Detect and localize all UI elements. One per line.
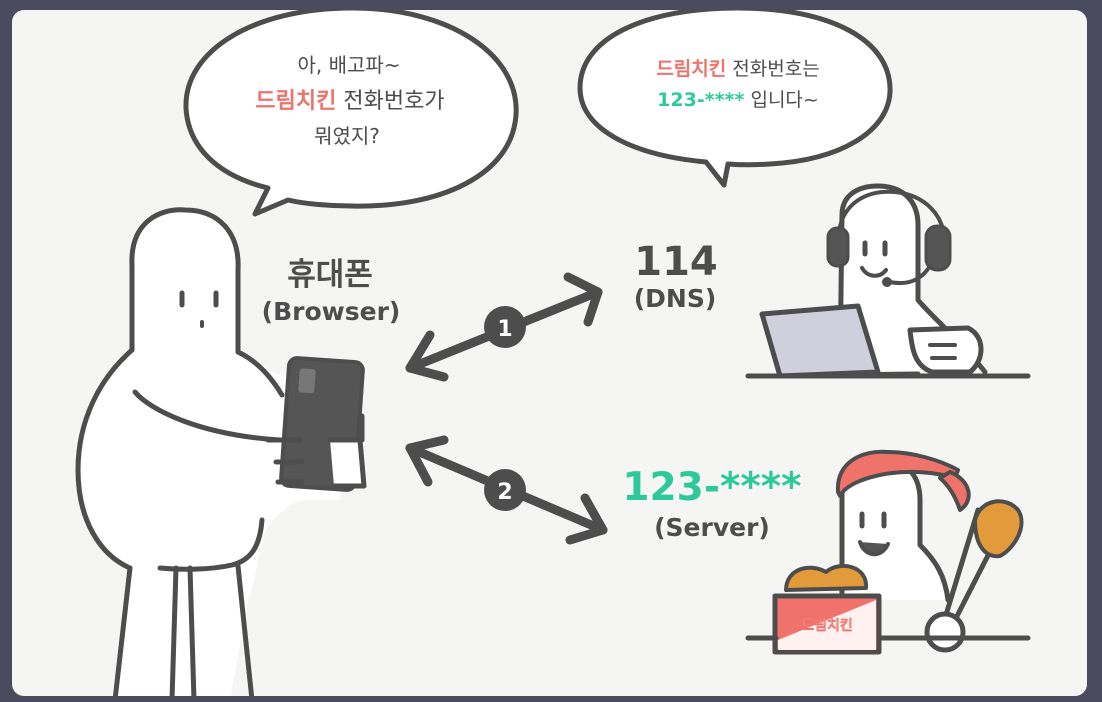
tongs-icon — [924, 499, 1024, 653]
dns-label-subtitle: (DNS) — [634, 284, 717, 313]
person-hands — [265, 413, 367, 489]
bubble-right-line1-rest: 전화번호는 — [726, 58, 819, 80]
bubble-left-shop-name: 드림치킨 — [255, 89, 336, 114]
step-1-badge — [484, 306, 526, 348]
headset-icon — [826, 189, 952, 287]
chicken-box: 드림치킨 — [772, 563, 882, 655]
bubble-right-line2: 123-**** 입니다~ — [657, 89, 819, 111]
bubble-right-shop-name: 드림치킨 — [656, 58, 726, 80]
chicken-box-label: 드림치킨 — [801, 617, 853, 634]
bubble-right-line1: 드림치킨 전화번호는 — [656, 58, 819, 80]
chicken-chef-character: 드림치킨 — [745, 449, 1031, 655]
speech-bubble-right: 드림치킨 전화번호는 123-**** 입니다~ — [577, 10, 893, 188]
bubble-left-line1: 아, 배고파~ — [297, 53, 400, 77]
bubble-left-line2-rest: 전화번호가 — [336, 89, 444, 114]
bubble-right-line2-rest: 입니다~ — [744, 89, 818, 111]
phone-label-title: 휴대폰 — [287, 257, 373, 293]
arrow-dns-request: 1 — [405, 272, 603, 382]
phone-label-subtitle: (Browser) — [262, 297, 401, 326]
step-2-number: 2 — [497, 480, 512, 505]
dns-diagram: 아, 배고파~ 드림치킨 전화번호가 뭐였지? 드림치킨 전화번호는 123-*… — [75, 10, 1031, 696]
bubble-left-line3: 뭐였지? — [314, 124, 380, 148]
step-2-badge — [484, 469, 526, 511]
arrow-server-request: 2 — [405, 435, 608, 545]
speech-bubble-left: 아, 배고파~ 드림치킨 전화번호가 뭐였지? — [183, 10, 519, 217]
step-1-number: 1 — [497, 317, 512, 342]
dns-operator-character — [745, 183, 1031, 379]
bandana-icon — [835, 449, 971, 512]
server-label-subtitle: (Server) — [654, 513, 770, 542]
person-character — [75, 207, 367, 696]
bubble-right-phone-number: 123-**** — [657, 89, 744, 111]
illustration-card: 아, 배고파~ 드림치킨 전화번호가 뭐였지? 드림치킨 전화번호는 123-*… — [12, 10, 1087, 696]
person-face — [179, 290, 219, 328]
dns-label-title: 114 — [634, 239, 718, 285]
server-label-title: 123-**** — [622, 465, 801, 510]
bubble-left-line2: 드림치킨 전화번호가 — [255, 89, 444, 114]
